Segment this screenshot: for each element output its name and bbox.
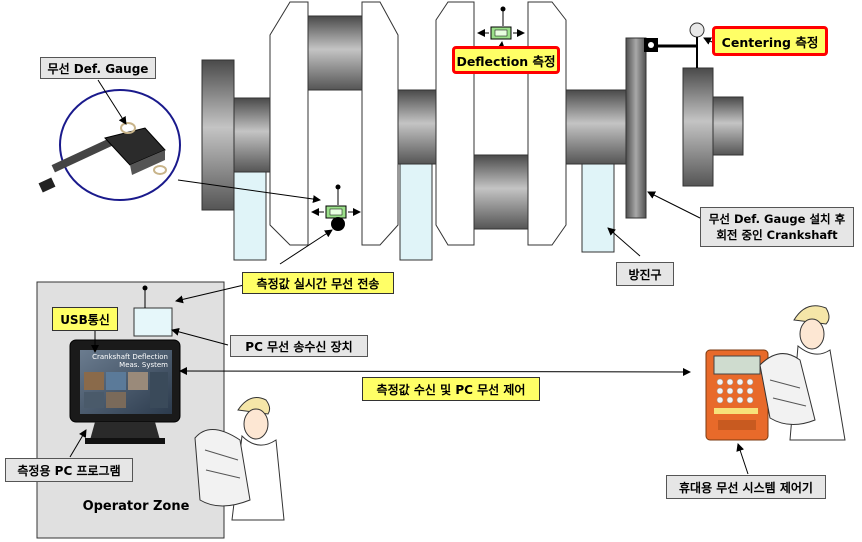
gauge-transmitter-icon [311, 184, 361, 231]
pc-transceiver-label: PC 무선 송수신 장치 [230, 335, 368, 357]
gauge-transmitter-icon [477, 6, 525, 40]
operator-zone-label: Operator Zone [82, 498, 190, 514]
rotating-crankshaft-line2: 회전 중인 Crankshaft [716, 228, 838, 242]
operator-worker-figure [194, 397, 285, 521]
screen-title: Crankshaft Deflection [92, 353, 168, 361]
wireless-gauge-device [38, 89, 181, 201]
handheld-controller-label: 휴대용 무선 시스템 제어기 [666, 475, 826, 499]
realtime-transmission-label: 측정값 실시간 무선 전송 [242, 272, 394, 294]
centering-label: Centering 측정 [712, 26, 828, 56]
handheld-controller-icon [705, 349, 769, 441]
monitor-screen-title: Crankshaft Deflection Meas. System [88, 353, 168, 369]
dial-indicator-icon [644, 22, 705, 68]
damper-supports [233, 163, 615, 261]
damper-label: 방진구 [616, 262, 674, 286]
deflection-label: Deflection 측정 [452, 46, 560, 74]
crankshaft [201, 1, 744, 246]
field-worker-figure [759, 305, 846, 441]
rotating-crankshaft-label: 무선 Def. Gauge 설치 후 회전 중인 Crankshaft [700, 207, 854, 247]
pc-transceiver-device [133, 307, 173, 337]
connector-arrows [69, 37, 749, 475]
rotating-crankshaft-line1: 무선 Def. Gauge 설치 후 [708, 212, 846, 226]
pc-monitor-icon [69, 339, 181, 444]
pc-program-label: 측정용 PC 프로그램 [5, 458, 133, 482]
wireless-gauge-label: 무선 Def. Gauge [40, 57, 156, 79]
screen-subtitle: Meas. System [119, 361, 168, 369]
usb-label: USB통신 [52, 307, 118, 331]
receive-control-label: 측정값 수신 및 PC 무선 제어 [362, 377, 540, 401]
